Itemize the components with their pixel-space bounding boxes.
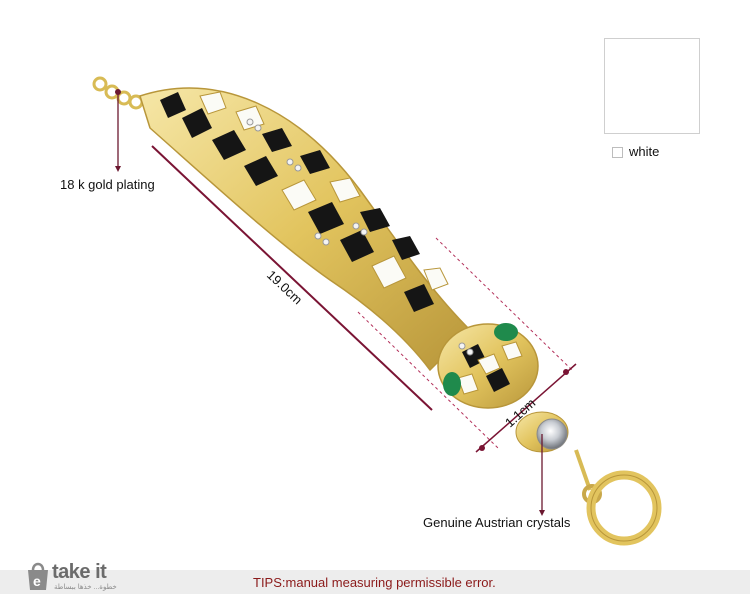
- crystals-label: Genuine Austrian crystals: [423, 515, 571, 530]
- clasp-chain: [92, 76, 144, 172]
- serpent-head: [437, 323, 539, 409]
- right-eye: [494, 323, 518, 341]
- length-dimension-line: [151, 145, 433, 411]
- color-swatch-label: white: [629, 144, 660, 159]
- svg-text:e: e: [33, 573, 41, 589]
- left-eye: [443, 372, 461, 396]
- enamel-scales: [160, 91, 449, 312]
- logo-wordmark: take it: [52, 561, 107, 583]
- length-label: 19.0cm: [264, 267, 305, 307]
- crystal-bead: [515, 411, 569, 516]
- width-dimension-lines: [357, 237, 577, 453]
- logo-tagline: خطوة... خذها ببساطة: [54, 584, 117, 591]
- shopping-bag-icon: e: [28, 562, 48, 590]
- footer-bar: [0, 570, 750, 594]
- takeit-logo: e take it خطوة... خذها ببساطة: [24, 558, 134, 594]
- color-thumbnail[interactable]: [604, 38, 700, 134]
- gold-plating-label: 18 k gold plating: [60, 177, 155, 192]
- body-crystals: [246, 118, 368, 246]
- serpent-body: [139, 87, 472, 372]
- tips-text: TIPS:manual measuring permissible error.: [253, 575, 496, 590]
- color-swatch-checkbox[interactable]: [612, 147, 623, 158]
- ring-clasp: [574, 449, 662, 546]
